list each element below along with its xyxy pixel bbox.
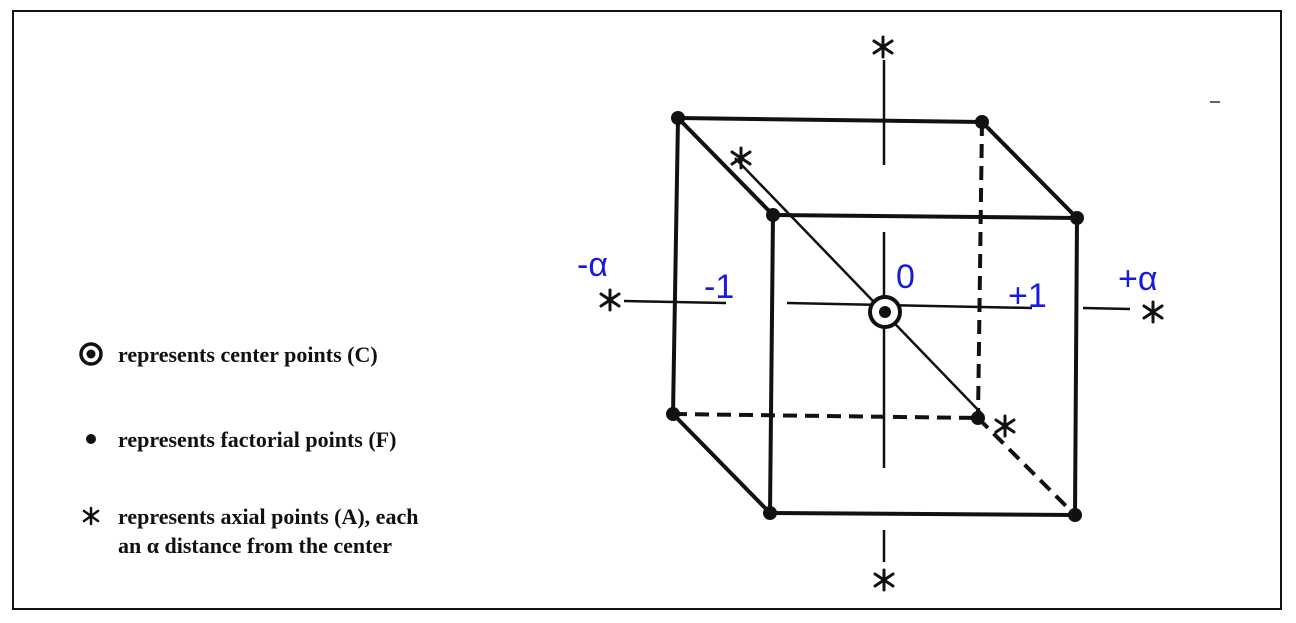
legend-label-center: represents center points (C) bbox=[118, 342, 378, 367]
axial-point-icon bbox=[78, 502, 118, 530]
axis-horizontal-right bbox=[1082, 306, 1131, 311]
factorial-point bbox=[666, 407, 680, 421]
cube-edge-hidden-vertical bbox=[976, 121, 984, 419]
cube-edge-bottom-left-depth bbox=[671, 412, 772, 515]
cube-edge-front-right bbox=[1073, 216, 1079, 517]
factorial-point bbox=[971, 411, 985, 425]
axial-point-right bbox=[1142, 300, 1164, 324]
center-point-icon bbox=[78, 340, 118, 368]
factorial-point bbox=[766, 208, 780, 222]
axis-horizontal-left bbox=[623, 299, 727, 305]
cube-edge-back-top bbox=[676, 116, 984, 124]
axis-label-plus-alpha: +α bbox=[1118, 260, 1158, 298]
cube-edge-hidden-bottom bbox=[672, 412, 979, 420]
axial-point-bottom bbox=[873, 568, 895, 592]
factorial-point bbox=[763, 506, 777, 520]
diagram-frame bbox=[12, 10, 1282, 610]
axis-horizontal-inner bbox=[786, 301, 1033, 310]
cube-edge-top-left-depth bbox=[676, 116, 775, 217]
cube-edge-hidden-depth bbox=[976, 416, 1077, 517]
axial-point-top bbox=[872, 35, 894, 59]
axis-label-minus-one: -1 bbox=[704, 268, 735, 306]
cube-edge-back-left bbox=[671, 116, 680, 416]
axial-point-front bbox=[994, 414, 1016, 438]
legend-label-axial-line1: represents axial points (A), each bbox=[118, 504, 419, 529]
factorial-point bbox=[975, 115, 989, 129]
legend-item-center: represents center points (C) bbox=[78, 340, 378, 369]
legend-label-factorial: represents factorial points (F) bbox=[118, 427, 397, 452]
legend-axial-text: represents axial points (A), each an α d… bbox=[118, 502, 418, 560]
axis-label-plus-one: +1 bbox=[1008, 277, 1047, 315]
factorial-point bbox=[1068, 508, 1082, 522]
axis-diagonal bbox=[734, 157, 983, 415]
center-point bbox=[868, 295, 902, 329]
legend-label-axial-line2: an α distance from the center bbox=[118, 533, 392, 558]
factorial-point bbox=[1070, 211, 1084, 225]
axial-point-left bbox=[599, 288, 621, 312]
legend-item-factorial: represents factorial points (F) bbox=[78, 425, 396, 454]
factorial-point-icon bbox=[78, 425, 118, 453]
axis-label-minus-alpha: -α bbox=[577, 246, 608, 284]
cube-edge-top-right-depth bbox=[980, 120, 1079, 220]
axis-label-zero: 0 bbox=[896, 258, 915, 296]
cube-edge-front-bottom bbox=[768, 511, 1077, 517]
cube-edge-front-left bbox=[768, 213, 775, 515]
cube-edge-front-top bbox=[771, 213, 1079, 220]
factorial-point bbox=[671, 111, 685, 125]
axial-point-back bbox=[730, 146, 752, 170]
legend-item-axial: represents axial points (A), each an α d… bbox=[78, 502, 418, 560]
